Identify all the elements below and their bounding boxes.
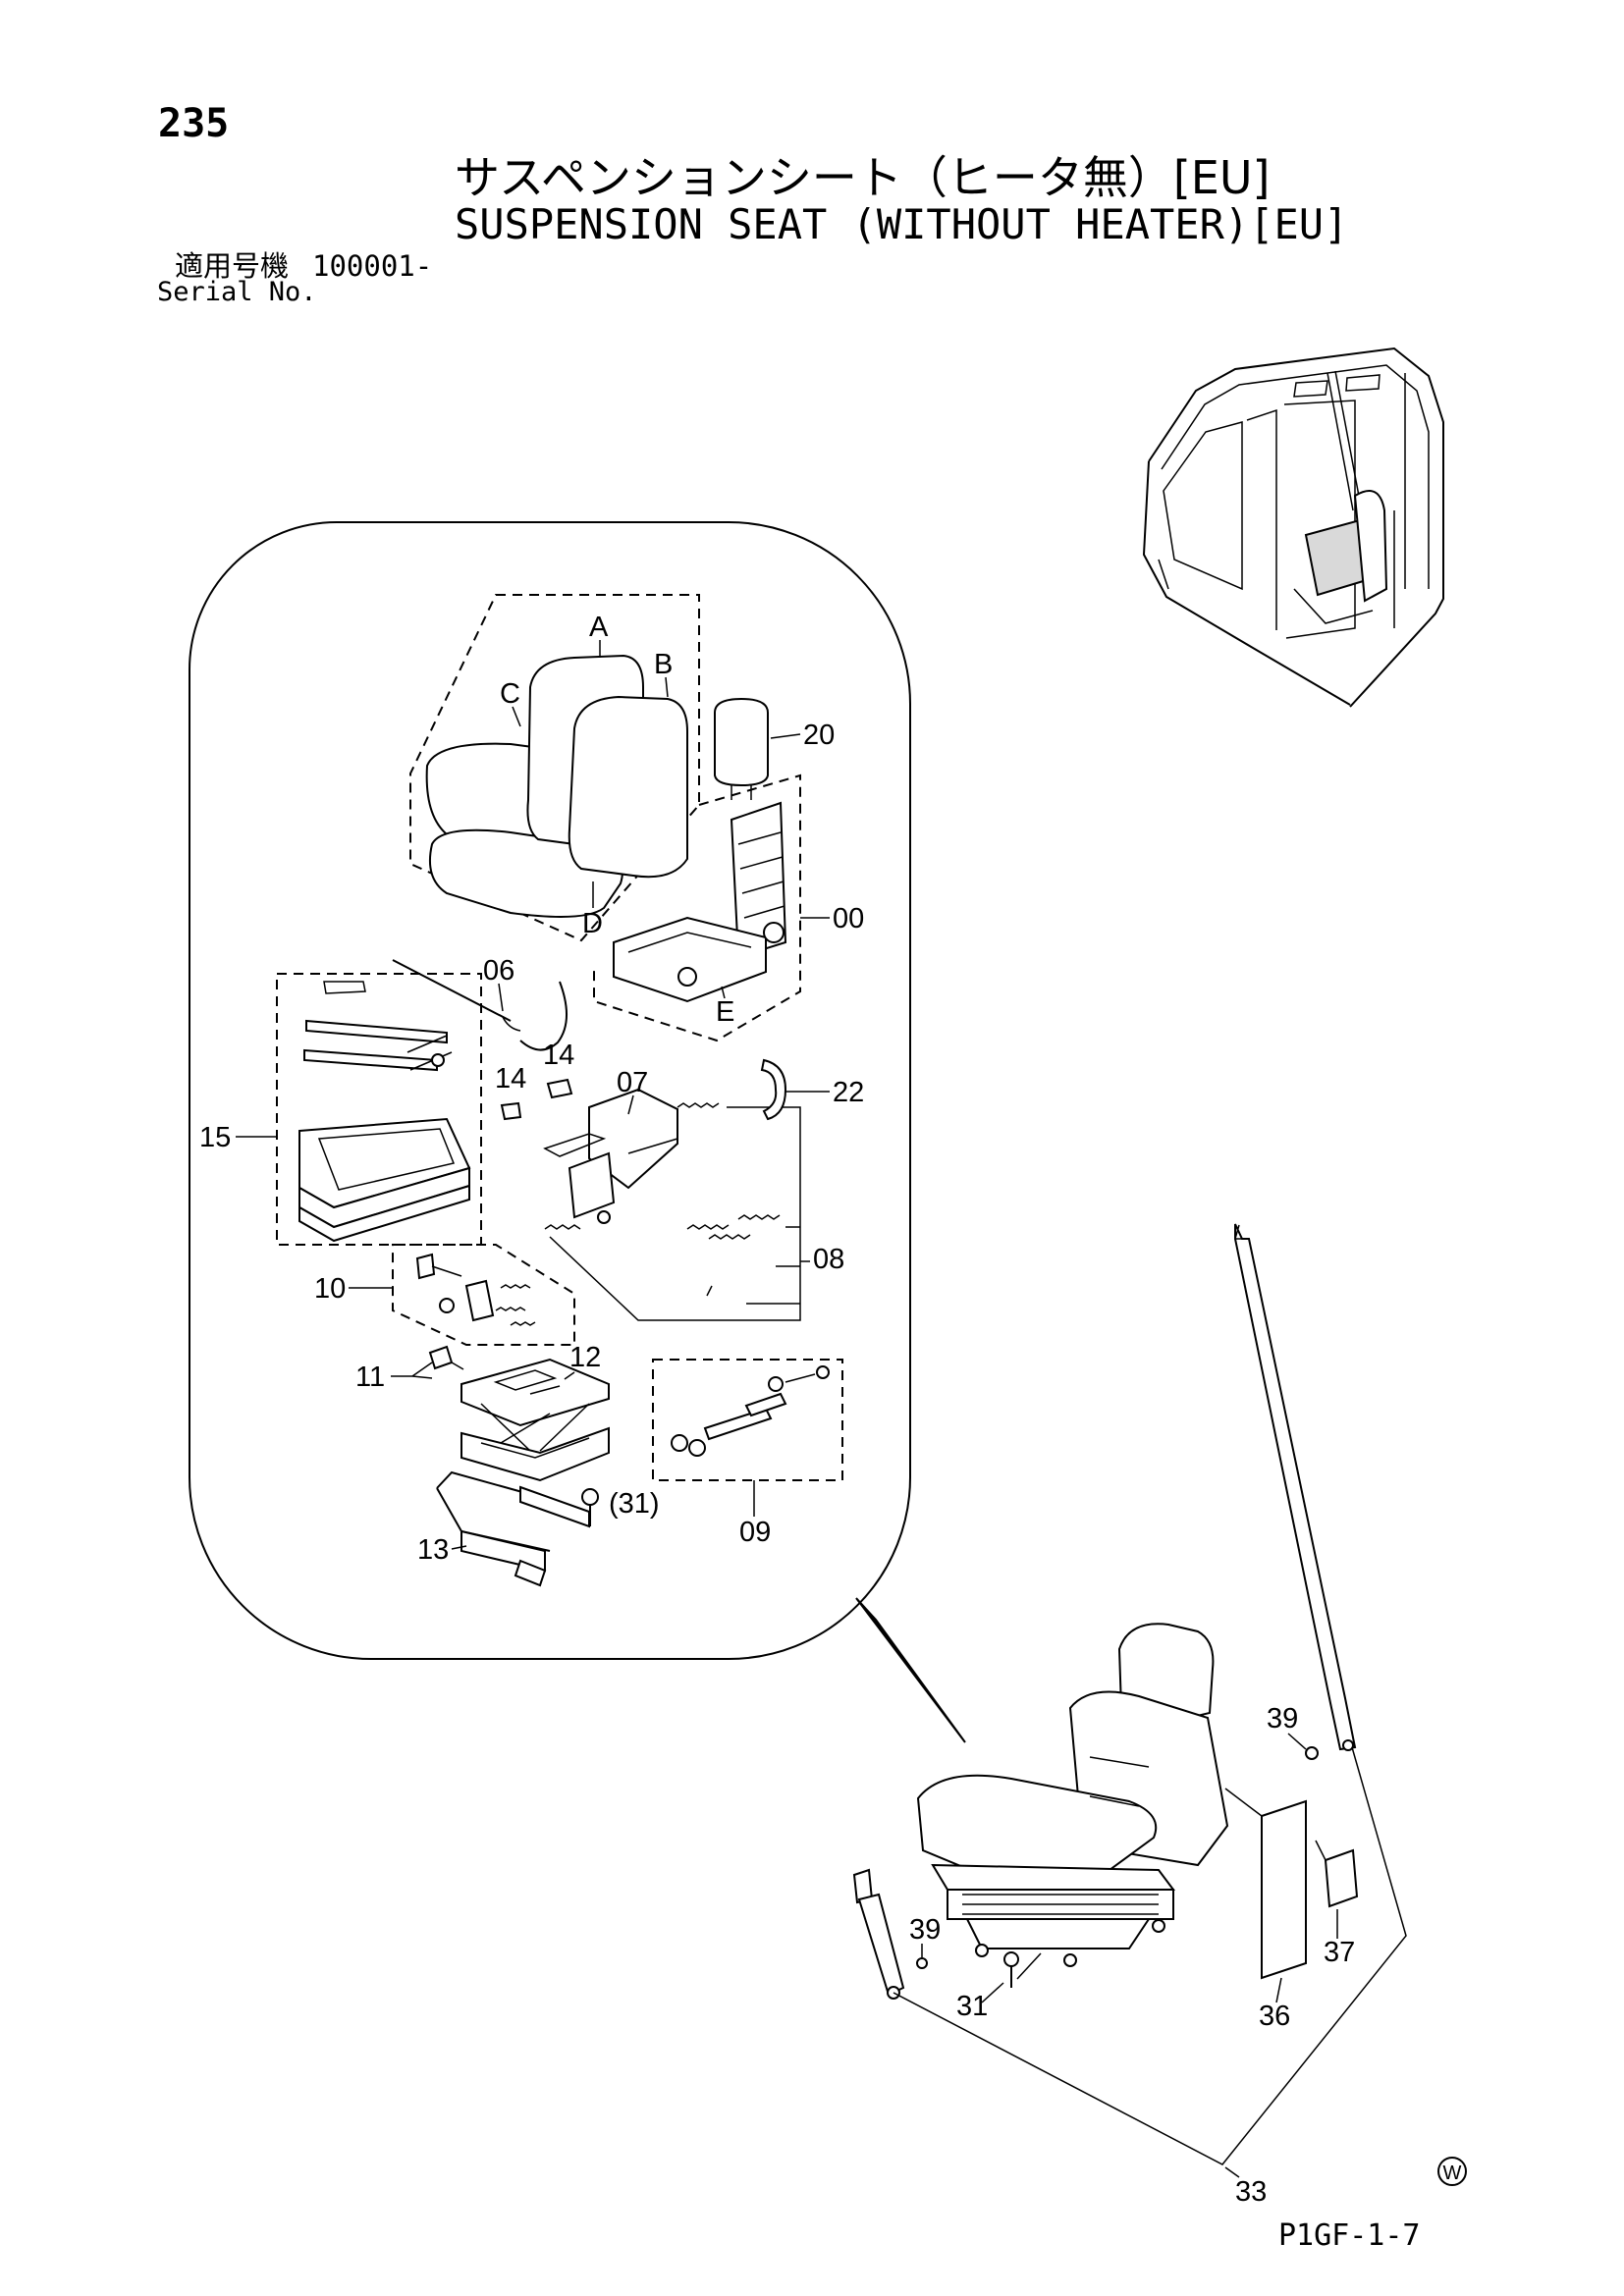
callout-00: 00 bbox=[833, 903, 864, 934]
headrest-part-20 bbox=[714, 697, 769, 800]
seat-cushion-assembly bbox=[409, 594, 700, 942]
serial-label-english: Serial No. bbox=[157, 277, 317, 307]
callout-08: 08 bbox=[813, 1244, 844, 1275]
callout-A: A bbox=[589, 612, 609, 643]
callout-C: C bbox=[500, 678, 520, 710]
callout-22: 22 bbox=[833, 1077, 864, 1108]
suspension-housing-part-07 bbox=[543, 1088, 678, 1224]
cover-part-37 bbox=[1315, 1840, 1359, 1908]
bracket-part-22 bbox=[760, 1058, 787, 1121]
seat-frame-assembly bbox=[593, 774, 801, 1042]
washer-part-39 bbox=[916, 1746, 1319, 1969]
callout-39-upper: 39 bbox=[1267, 1703, 1298, 1735]
assembled-seat-illustration bbox=[916, 1623, 1229, 1967]
enlargement-pointer bbox=[855, 1597, 966, 1743]
page-number: 235 bbox=[158, 101, 230, 146]
seat-belt-buckle bbox=[852, 1868, 905, 2000]
clip-part-11 bbox=[428, 1345, 464, 1370]
callout-12: 12 bbox=[569, 1342, 601, 1373]
callout-B: B bbox=[654, 649, 673, 680]
callout-E: E bbox=[716, 996, 734, 1028]
cab-locator-illustration bbox=[1142, 347, 1444, 708]
seat-belt-strap bbox=[1234, 1223, 1357, 1751]
callout-31: 31 bbox=[956, 1991, 988, 2022]
belt-assembly-bracket bbox=[893, 1746, 1407, 2165]
callout-09: 09 bbox=[739, 1517, 771, 1548]
screw-part-31 bbox=[1003, 1951, 1042, 1988]
page-title-english: SUSPENSION SEAT (WITHOUT HEATER)[EU] bbox=[455, 200, 1349, 248]
callout-11: 11 bbox=[355, 1362, 385, 1393]
callout-07: 07 bbox=[617, 1067, 648, 1098]
callout-31-ref: (31) bbox=[609, 1488, 660, 1520]
screw-part-31-ref bbox=[581, 1488, 599, 1526]
adjust-lever-cable-part-06 bbox=[392, 959, 568, 1051]
damper-kit-part-09 bbox=[652, 1359, 843, 1481]
side-panel-part-36 bbox=[1224, 1788, 1307, 1980]
callout-15: 15 bbox=[199, 1122, 231, 1153]
callout-06: 06 bbox=[483, 955, 514, 987]
callout-33: 33 bbox=[1235, 2176, 1267, 2208]
figure-code: P1GF-1-7 bbox=[1278, 2218, 1421, 2253]
slide-rail-kit-part-15 bbox=[276, 973, 482, 1246]
page-title-japanese: サスペンションシート（ヒータ無）[EU] bbox=[455, 151, 1271, 204]
wiring-mark-icon: W bbox=[1437, 2157, 1467, 2186]
callout-36: 36 bbox=[1259, 2001, 1290, 2032]
detail-enlargement-frame bbox=[189, 521, 966, 1743]
fastener-kit-part-10 bbox=[392, 1244, 575, 1346]
serial-range: 100001- bbox=[312, 249, 433, 283]
lift-handle-part-13 bbox=[436, 1470, 590, 1587]
svg-text:W: W bbox=[1443, 2163, 1462, 2184]
callout-39-lower: 39 bbox=[909, 1914, 941, 1946]
suspension-base-part-12 bbox=[460, 1358, 610, 1482]
callout-14-right: 14 bbox=[543, 1040, 574, 1071]
callout-10: 10 bbox=[314, 1273, 346, 1305]
rubber-buffer-part-14 bbox=[500, 1078, 573, 1121]
callout-37: 37 bbox=[1324, 1937, 1355, 1968]
callout-D: D bbox=[582, 908, 603, 939]
serial-label-japanese: 適用号機 bbox=[175, 249, 290, 283]
callout-20: 20 bbox=[803, 720, 835, 751]
callout-14-left: 14 bbox=[495, 1063, 526, 1095]
callout-13: 13 bbox=[417, 1534, 449, 1566]
